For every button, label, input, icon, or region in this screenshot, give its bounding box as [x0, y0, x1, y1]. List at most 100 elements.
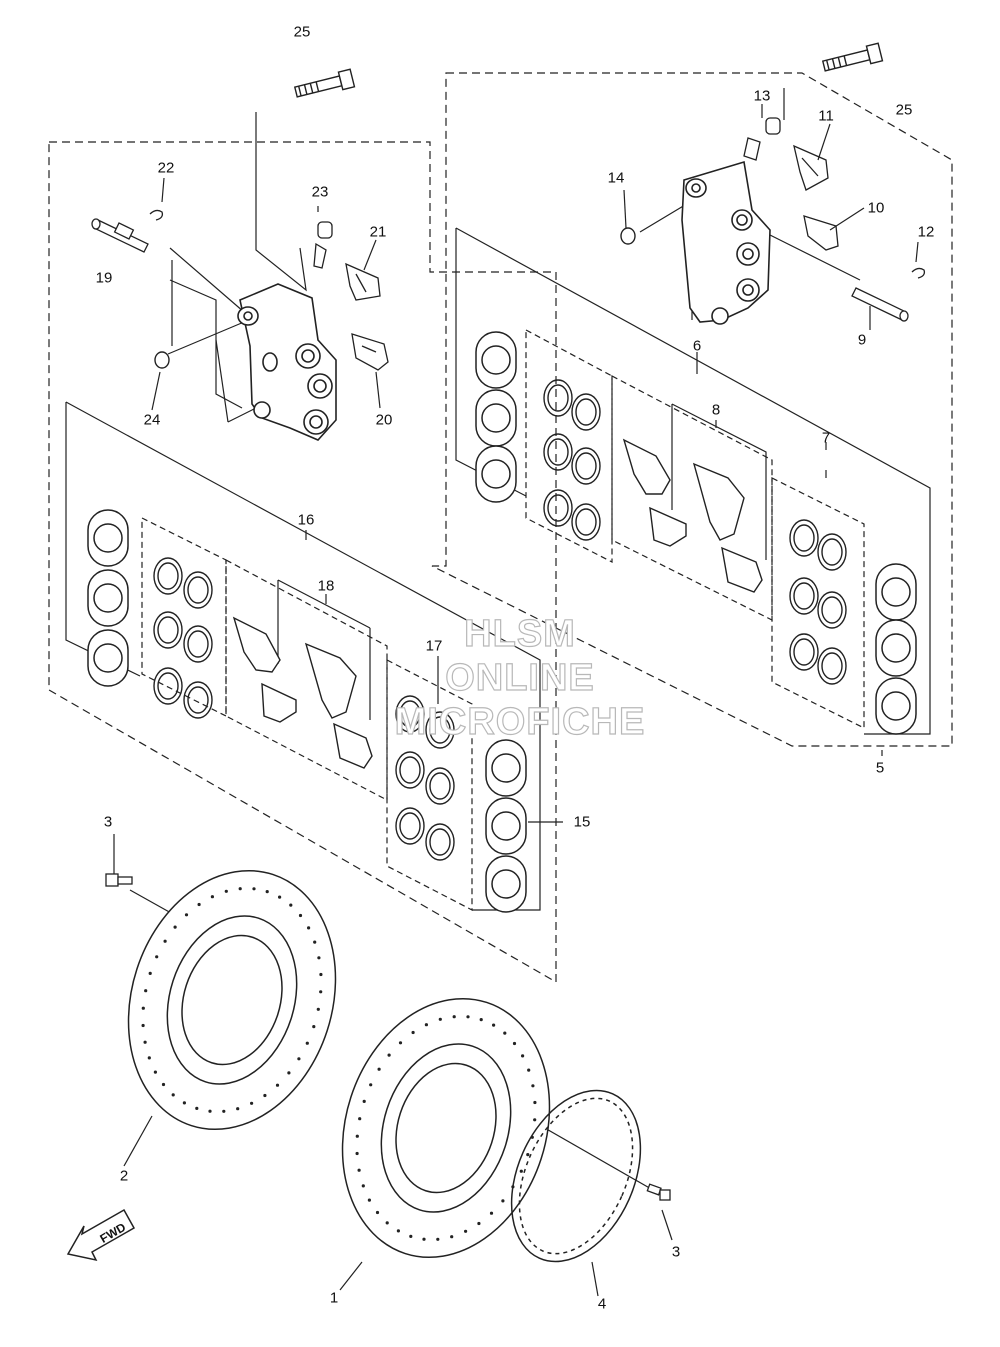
disc-hole: [533, 1118, 537, 1122]
disc-hole: [501, 1199, 505, 1203]
plug-14: [620, 227, 636, 245]
seals-left-b: [395, 695, 455, 861]
callout-13: 13: [753, 87, 771, 105]
callout-24: 24: [143, 411, 161, 429]
spring-11: [793, 144, 829, 191]
disc-hole: [297, 1057, 301, 1061]
bolt-3-right: [646, 1183, 671, 1201]
bolt-25-right: [821, 42, 884, 72]
watermark-line-1: HLSM: [464, 612, 576, 655]
seals-left-a: [153, 557, 213, 719]
callout-10: 10: [867, 199, 885, 217]
callout-3-lower: 3: [671, 1243, 681, 1261]
disc-hole: [161, 1082, 166, 1087]
disc-hole: [377, 1067, 381, 1071]
pistons-right-b: [875, 563, 917, 735]
disc-hole: [224, 889, 228, 893]
left-caliper: [237, 283, 337, 441]
callout-7: 7: [821, 429, 831, 447]
disc-hole: [263, 1093, 267, 1098]
disc-hole: [422, 1237, 426, 1241]
callout-14: 14: [607, 169, 625, 187]
disc-hole: [438, 1017, 442, 1021]
callout-21: 21: [369, 223, 387, 241]
pads-left: [232, 616, 373, 769]
disc-hole: [424, 1023, 428, 1027]
disc-hole: [361, 1184, 365, 1188]
seals-right-b: [789, 519, 847, 685]
seals-right-a: [543, 379, 601, 541]
clip-12: [911, 267, 926, 279]
callout-4: 4: [597, 1295, 607, 1313]
disc-hole: [357, 1168, 361, 1172]
callout-22: 22: [157, 159, 175, 177]
disc-hole: [512, 1041, 517, 1046]
holder-20: [351, 333, 389, 371]
callout-23: 23: [311, 183, 329, 201]
callout-20: 20: [375, 411, 393, 429]
left-caliper-outline: [48, 141, 557, 984]
disc-hole: [143, 1040, 147, 1044]
callout-2: 2: [119, 1167, 129, 1185]
disc-hole: [436, 1237, 440, 1241]
disc-hole: [489, 1211, 494, 1215]
disc-hole: [208, 1109, 212, 1113]
disc-hole: [385, 1221, 389, 1225]
spring-21: [345, 262, 381, 301]
disc-hole: [452, 1015, 456, 1019]
disc-hole: [387, 1053, 391, 1057]
disc-hole: [250, 1101, 254, 1105]
disc-hole: [182, 1101, 186, 1105]
disc-hole: [222, 1109, 226, 1113]
callout-1: 1: [329, 1289, 339, 1307]
plug-24: [154, 351, 170, 369]
disc-hole: [236, 1107, 240, 1111]
callout-17: 17: [425, 637, 443, 655]
disc-hole: [141, 1006, 145, 1010]
callout-6: 6: [692, 337, 702, 355]
disc-hole: [171, 1093, 175, 1097]
watermark-line-3: MICROFICHE: [394, 700, 646, 743]
bleeder-13: [743, 117, 781, 161]
disc-hole: [531, 1084, 535, 1088]
disc-hole: [362, 1099, 366, 1103]
disc-hole: [307, 926, 311, 930]
disc-hole: [252, 887, 256, 891]
callout-16: 16: [297, 511, 315, 529]
pads-right: [622, 438, 763, 593]
disc-hole: [367, 1198, 371, 1202]
fwd-arrow-icon: [66, 1208, 136, 1262]
callout-9: 9: [857, 331, 867, 349]
disc-hole: [141, 1023, 145, 1028]
disc-hole: [147, 1056, 151, 1060]
right-caliper-outline: [431, 72, 953, 747]
watermark: HLSM ONLINE MICROFICHE: [300, 612, 740, 744]
disc-hole: [275, 1083, 280, 1087]
bleeder-23: [313, 221, 333, 269]
callout-8: 8: [711, 401, 721, 419]
disc-hole: [533, 1100, 537, 1105]
disc-hole: [319, 990, 323, 994]
disc-hole: [411, 1030, 415, 1035]
disc-hole: [153, 1070, 157, 1074]
disc-hole: [195, 1106, 199, 1110]
disc-hole: [278, 895, 282, 899]
disc-hole: [464, 1229, 468, 1233]
bolt-3-left: [105, 873, 133, 887]
watermark-line-2: ONLINE: [445, 656, 595, 699]
disc-hole: [155, 955, 159, 959]
pin-19: [91, 218, 149, 253]
disc-hole: [503, 1031, 507, 1035]
pin-9: [851, 287, 909, 322]
disc-hole: [355, 1151, 359, 1156]
callout-18: 18: [317, 577, 335, 595]
disc-hole: [521, 1054, 525, 1058]
disc-hole: [163, 939, 167, 943]
callout-5: 5: [875, 759, 885, 777]
disc-hole: [396, 1229, 400, 1233]
brake-disc-1: [341, 997, 551, 1259]
sensor-rotor-4: [510, 1089, 642, 1263]
disc-hole: [375, 1210, 380, 1215]
disc-hole: [312, 1025, 316, 1029]
